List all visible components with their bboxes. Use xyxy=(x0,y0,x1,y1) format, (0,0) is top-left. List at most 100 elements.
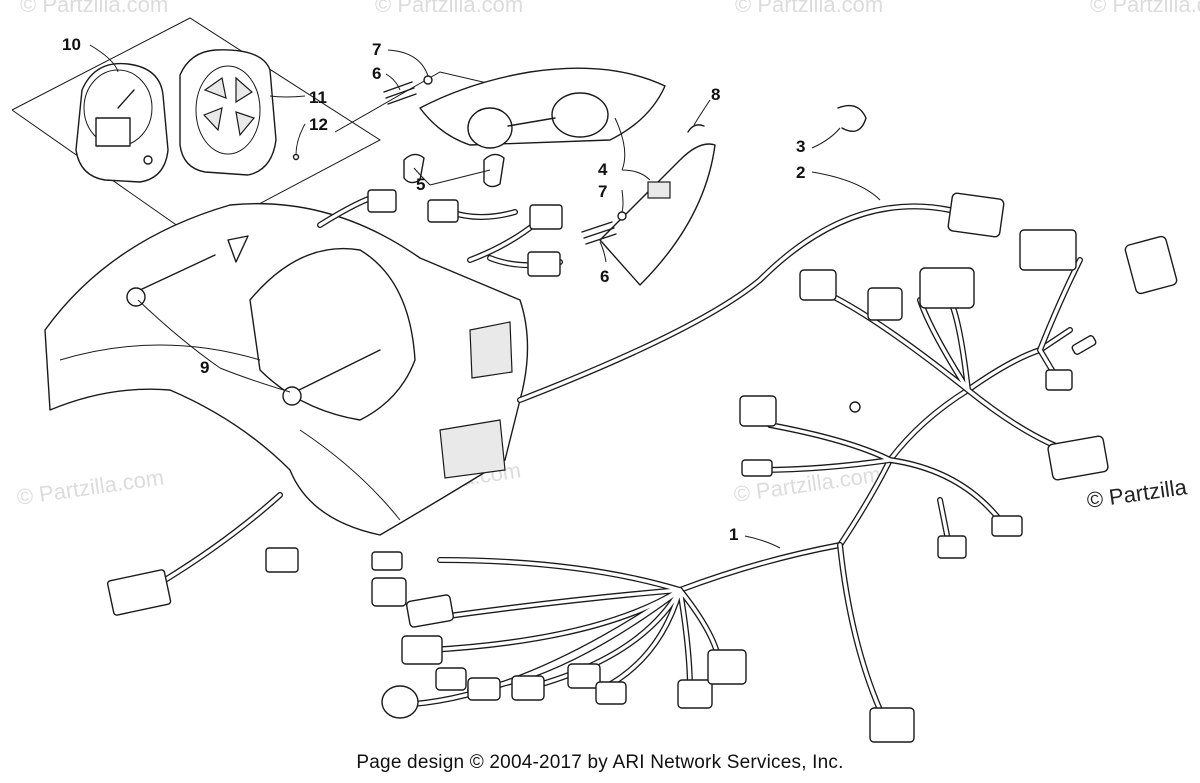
connector-q xyxy=(867,287,903,321)
console-connector-1 xyxy=(367,189,397,213)
connector-k xyxy=(677,679,713,709)
console-connector-2 xyxy=(427,199,459,223)
dash-housing xyxy=(44,202,529,616)
callout-3: 3 xyxy=(796,137,805,156)
connector-a xyxy=(371,551,403,571)
clip-8 xyxy=(687,124,705,133)
connector-v xyxy=(1047,435,1109,481)
connector-w xyxy=(991,515,1023,537)
callout-5: 5 xyxy=(416,175,425,194)
cover-knob-left xyxy=(467,107,513,149)
housing-grille-side xyxy=(469,321,513,379)
connector-i xyxy=(567,663,601,689)
leader-7-top xyxy=(387,49,429,77)
connector-m xyxy=(869,707,915,743)
connector-n xyxy=(739,395,777,427)
console-bracket xyxy=(334,71,501,133)
leader-6-mid xyxy=(599,241,607,263)
connector-d xyxy=(401,635,443,665)
connector-h xyxy=(511,675,545,701)
callout-6-mid: 6 xyxy=(600,267,609,286)
housing-opening xyxy=(249,247,416,421)
callout-8: 8 xyxy=(711,85,720,104)
callout-12: 12 xyxy=(309,115,328,134)
mount-bolt-lower xyxy=(294,349,381,393)
callout-6-top: 6 xyxy=(372,64,381,83)
page-footer: Page design © 2004-2017 by ARI Network S… xyxy=(356,752,844,773)
long-cable-connector xyxy=(947,192,1005,238)
ground-eyelet xyxy=(849,401,861,413)
console-connector-3 xyxy=(529,204,563,230)
mount-bolt-upper xyxy=(139,254,216,291)
leader-lines xyxy=(89,44,881,549)
gauge-knob xyxy=(143,155,153,165)
mount-nut-lower xyxy=(282,386,302,406)
watermark-top-center: © Partzilla.com xyxy=(375,0,523,17)
leader-12 xyxy=(295,123,306,156)
callout-10: 10 xyxy=(62,35,81,54)
bezel-vents xyxy=(202,76,256,137)
leader-9 xyxy=(137,299,291,393)
callout-7-top: 7 xyxy=(372,40,381,59)
callout-1: 1 xyxy=(729,525,738,544)
connector-l xyxy=(707,649,747,685)
spring-lower xyxy=(581,221,617,245)
leader-10 xyxy=(89,44,119,73)
connector-s xyxy=(1019,229,1077,271)
spring-upper xyxy=(383,81,417,105)
side-cover-latch xyxy=(647,181,671,199)
callout-2: 2 xyxy=(796,163,805,182)
cover-knob-right xyxy=(551,92,609,138)
long-cable xyxy=(517,104,1005,403)
watermark-edge: © Partzilla xyxy=(1085,474,1189,513)
callout-11: 11 xyxy=(309,88,327,107)
watermark-left: © Partzilla.com xyxy=(15,465,165,510)
bezel-body xyxy=(179,49,277,176)
connector-c xyxy=(406,594,454,628)
connector-e xyxy=(435,667,467,691)
leader-7-mid xyxy=(621,189,624,213)
connector-u xyxy=(1045,369,1073,391)
connector-x xyxy=(937,535,967,559)
washer-lower xyxy=(617,211,627,221)
console-connector-4 xyxy=(527,251,561,277)
connector-b xyxy=(371,577,407,607)
connector-g xyxy=(467,677,501,701)
housing-grille-lower xyxy=(439,419,506,479)
console-wiring xyxy=(317,189,563,277)
leader-1 xyxy=(744,535,781,549)
gauge-display xyxy=(95,117,131,147)
housing-connector xyxy=(106,569,172,616)
gauge-bracket-lines xyxy=(11,17,381,239)
leader-6-top xyxy=(385,73,401,91)
washer-upper xyxy=(423,75,433,85)
leader-4 xyxy=(614,117,651,181)
leader-2 xyxy=(811,171,881,201)
callout-4: 4 xyxy=(598,160,608,179)
watermark-top-left: © Partzilla.com xyxy=(20,0,168,17)
side-cover xyxy=(599,143,716,286)
bezel-opening xyxy=(195,65,261,155)
watermark-top-far-right: © Partzilla.com xyxy=(1090,0,1200,17)
connector-r xyxy=(919,267,975,309)
connector-t xyxy=(1124,235,1178,295)
inline-fuse xyxy=(1071,335,1097,355)
watermark-top-right: © Partzilla.com xyxy=(735,0,883,17)
housing-edges xyxy=(59,344,401,521)
connector-f xyxy=(381,685,419,719)
connector-j xyxy=(595,681,627,705)
bezel-screw xyxy=(292,153,300,161)
housing-logo xyxy=(227,235,249,263)
callout-labels: 10 11 12 7 6 5 4 7 6 8 3 2 9 1 xyxy=(62,35,805,544)
leader-11 xyxy=(269,95,306,98)
housing-clip xyxy=(265,547,299,573)
upper-cover xyxy=(419,67,666,146)
main-harness xyxy=(371,229,1178,743)
cover-shaft xyxy=(507,117,556,127)
connector-o xyxy=(741,459,773,477)
leader-5 xyxy=(413,167,491,186)
callout-9: 9 xyxy=(200,358,209,377)
callout-7-mid: 7 xyxy=(598,182,607,201)
cable-ring xyxy=(837,104,867,132)
